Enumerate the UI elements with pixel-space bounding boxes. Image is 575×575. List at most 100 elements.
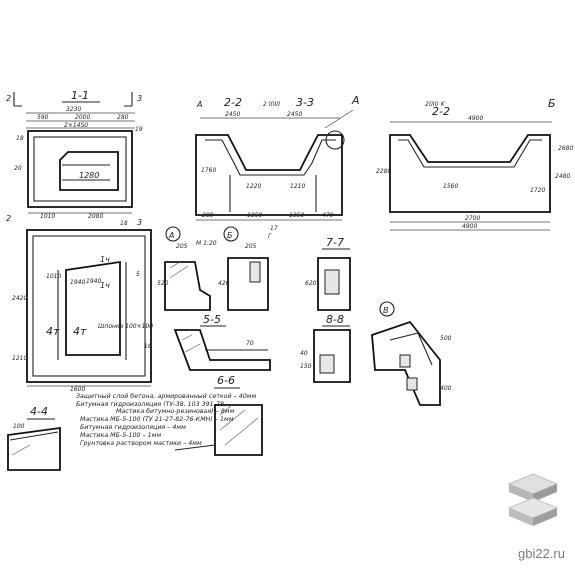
section-mark-17: 17 bbox=[270, 225, 278, 232]
section-8-8: 8-8 150 40 bbox=[300, 313, 351, 383]
section-mark-18b: 18 bbox=[120, 220, 128, 227]
dim-500: 500 bbox=[440, 335, 452, 342]
section-mark-3: 3 bbox=[137, 94, 142, 103]
dim-4900b: 4900 bbox=[462, 223, 477, 230]
label-slot-1: 1ч bbox=[100, 255, 110, 264]
section-mark-19: 19 bbox=[135, 126, 143, 133]
detail-A: А M 1:20 205 520 bbox=[157, 226, 217, 311]
callout-V: В bbox=[383, 306, 389, 315]
dim-2700: 2700 bbox=[465, 215, 480, 222]
dim-150: 150 bbox=[300, 363, 312, 370]
dim-1350a: 1350 bbox=[247, 212, 262, 219]
dim-2450a: 2450 bbox=[225, 111, 240, 118]
dim-420: 420 bbox=[218, 280, 230, 287]
dim-520: 520 bbox=[157, 280, 169, 287]
label-slot-1b: 1ч bbox=[100, 281, 110, 290]
note-6: Мастика МБ-5-100 – 1мм bbox=[80, 432, 161, 439]
section-mark-2b: 2 bbox=[6, 214, 11, 223]
section-title-7-7: 7-7 bbox=[326, 236, 344, 249]
section-5-5: 5-5 70 bbox=[173, 313, 271, 371]
section-title-1-1: 1-1 bbox=[71, 89, 89, 102]
section-title-8-8: 8-8 bbox=[326, 313, 344, 326]
notes-block: Защитный слой бетона, армированный сетко… bbox=[76, 392, 257, 447]
dim-1940: 1940 bbox=[70, 279, 85, 286]
dim-1940b: 1940 bbox=[86, 278, 101, 285]
note-3: Мастика битумно-резиновая) – 8мм bbox=[116, 407, 235, 415]
dim-280b: 280 bbox=[202, 212, 214, 219]
dim-590: 590 bbox=[37, 114, 49, 121]
section-mark-3b: 3 bbox=[137, 218, 142, 227]
note-2: Битумная гидроизоляция (ТУ-38, 103 391-7… bbox=[76, 401, 224, 408]
dim-100: 100 bbox=[13, 423, 25, 430]
gbi-logo-icon bbox=[507, 473, 559, 526]
section-title-4-4: 4-4 bbox=[30, 405, 48, 418]
dim-1720: 1720 bbox=[530, 187, 545, 194]
section-mark-2: 2 bbox=[6, 94, 11, 103]
dim-205: 205 bbox=[176, 243, 188, 250]
label-slot-16: 16 bbox=[144, 343, 152, 350]
dim-470: 470 bbox=[322, 212, 334, 219]
dim-280: 280 bbox=[117, 114, 129, 121]
dim-40: 40 bbox=[300, 350, 308, 357]
callout-mark-B: Б bbox=[548, 97, 556, 110]
dim-2420: 2420 bbox=[12, 295, 27, 302]
dim-2680: 2680 bbox=[558, 145, 573, 152]
dim-2-iii-k: 2(III) K bbox=[425, 101, 446, 108]
section-4-4: 4-4 100 bbox=[7, 405, 61, 471]
note-1: Защитный слой бетона, армированный сетко… bbox=[76, 392, 257, 400]
dim-4900a: 4900 bbox=[468, 115, 483, 122]
dim-1760: 1760 bbox=[201, 167, 216, 174]
dim-1010: 1010 bbox=[40, 213, 55, 220]
note-7: Грунтовка раствором мастики – 4мм bbox=[80, 440, 202, 447]
dim-1210: 1210 bbox=[290, 183, 305, 190]
dim-2-iii: 2 l(III) bbox=[263, 101, 280, 108]
section-title-3-3: 3-3 bbox=[296, 96, 314, 109]
dim-1280: 1280 bbox=[79, 171, 99, 180]
dim-205b: 205 bbox=[245, 243, 257, 250]
callout-B: Б bbox=[227, 231, 233, 240]
dim-400: 400 bbox=[440, 385, 452, 392]
site-watermark: gbi22.ru bbox=[518, 546, 565, 561]
detail-V: В 500 400 bbox=[371, 301, 452, 406]
section-7-7: 7-7 620 bbox=[305, 236, 351, 311]
dim-2000: 2000 bbox=[75, 114, 90, 121]
view-section-1-1: 2 1-1 3 3230 590 2000 280 2×1450 1280 18… bbox=[6, 89, 143, 227]
section-title-2-2b: 2-2 bbox=[432, 105, 450, 118]
dim-1600: 1600 bbox=[70, 386, 85, 393]
label-gasket: Шпонка 100×100 bbox=[98, 323, 153, 330]
dim-2280: 2280 bbox=[376, 168, 391, 175]
note-5: Битумная гидроизоляция – 4мм bbox=[80, 424, 186, 431]
section-title-6-6: 6-6 bbox=[217, 374, 235, 387]
dim-1560: 1560 bbox=[443, 183, 458, 190]
dim-2480: 2480 bbox=[555, 173, 570, 180]
dim-620: 620 bbox=[305, 280, 317, 287]
detail-B: Б 205 420 bbox=[218, 226, 269, 311]
label-slot-5: 5 bbox=[136, 271, 140, 278]
view-section-2-2-3-3: А 2-2 2 l(III) 3-3 А 2450 2450 1760 1220… bbox=[195, 94, 360, 240]
section-6-6: 6-6 bbox=[174, 374, 263, 456]
label-slot-4: 4т bbox=[46, 325, 60, 338]
section-mark-20: 20 bbox=[14, 165, 22, 172]
section-title-2-2a: 2-2 bbox=[224, 96, 242, 109]
dim-1220: 1220 bbox=[246, 183, 261, 190]
dim-2x1450: 2×1450 bbox=[64, 122, 88, 129]
section-title-5-5: 5-5 bbox=[203, 313, 221, 326]
dim-1010b: 1010 bbox=[46, 273, 61, 280]
view-section-2-2-right: 2(III) K 2-2 Б 4900 1560 2280 2480 1720 … bbox=[376, 97, 573, 231]
callout-mark-A2: А bbox=[351, 94, 360, 107]
dim-1350b: 1350 bbox=[289, 212, 304, 219]
section-mark-18: 18 bbox=[16, 135, 24, 142]
dim-70: 70 bbox=[246, 340, 254, 347]
view-plan: 2 3 1ч 1ч 4т 4т 5 16 Шпонка 100×100 1940… bbox=[6, 214, 153, 393]
callout-A: А bbox=[168, 231, 174, 240]
dim-2450b: 2450 bbox=[287, 111, 302, 118]
label-slot-4b: 4т bbox=[73, 325, 87, 338]
section-mark-G: Г bbox=[268, 233, 272, 240]
callout-mark-A: А bbox=[196, 100, 202, 109]
note-4: Мастика МБ-5-100 (ТУ 21-27-82-76-КМН) – … bbox=[80, 416, 234, 423]
dim-2080: 2080 bbox=[88, 213, 103, 220]
dim-3230: 3230 bbox=[66, 106, 81, 113]
dim-1210b: 1210 bbox=[12, 355, 27, 362]
scale-label: M 1:20 bbox=[196, 240, 217, 247]
